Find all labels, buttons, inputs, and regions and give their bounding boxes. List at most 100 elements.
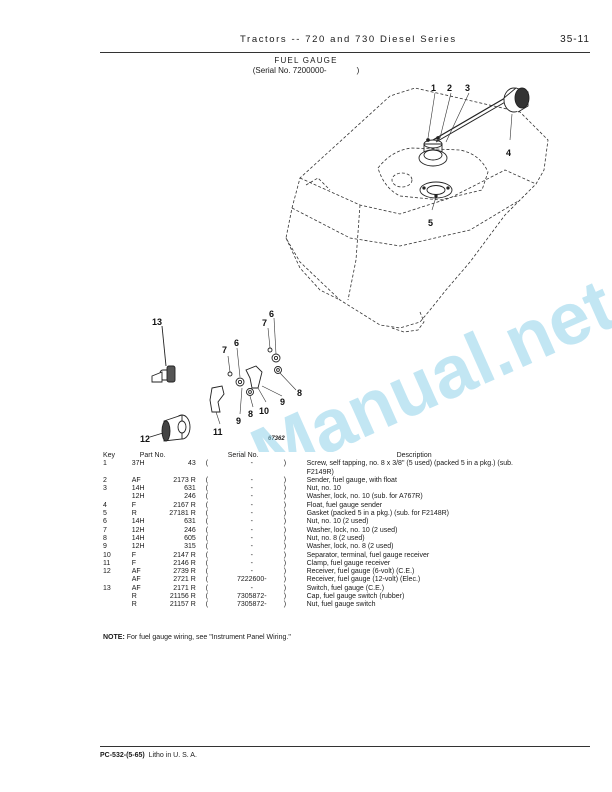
callout-10: 10 [259,406,269,416]
callout-labels: 1 2 3 4 5 6 7 6 7 8 9 10 8 9 11 12 13 [140,83,511,444]
row-description: Separator, terminal, fuel gauge receiver [306,551,430,559]
row-serial: (-) [206,493,307,501]
row-part-number: 2147 R [173,551,196,559]
row-serial: (-) [206,543,307,551]
callout-9: 9 [280,397,285,407]
row-serial: (-) [206,568,307,576]
note-text: For fuel gauge wiring, see "Instrument P… [124,634,291,641]
header-title: Tractors -- 720 and 730 Diesel Series [240,34,457,45]
serial-close: ) [283,601,287,609]
callout-12: 12 [140,434,150,444]
serial-close: ) [283,485,287,493]
serial-open: ( [205,593,209,601]
serial-open: ( [205,601,209,609]
serial-close: ) [283,476,287,484]
row-key: 6 [103,518,107,526]
row-description: Nut, fuel gauge switch [306,601,376,609]
row-part-prefix: 14H [131,485,145,493]
col-serial: Serial No. [227,452,259,459]
row-serial [206,469,307,477]
row-serial: (-) [206,477,307,485]
row-serial: (-) [206,585,307,593]
clamp-and-hardware [209,347,282,413]
note: NOTE: For fuel gauge wiring, see "Instru… [103,634,291,641]
callout-7: 7 [222,345,227,355]
parts-table-header: Key Part No. Serial No. Description [103,452,612,460]
row-key: 10 [103,551,111,559]
row-part-number: 43 [187,460,196,468]
fuel-gauge-sender [418,97,508,167]
row-key: 11 [103,559,111,567]
row-serial: (7305872-) [206,601,307,609]
row-description: Nut, no. 10 (2 used) [306,518,369,526]
row-key: 12 [103,568,111,576]
row-serial: (-) [206,535,307,543]
fuel-gauge-switch [151,325,176,383]
col-part: Part No. [139,452,166,459]
serial-close: ) [283,534,287,542]
row-description: Receiver, fuel gauge (6-volt) (C.E.) [306,568,415,576]
row-part-prefix: AF [131,568,141,576]
section-serial: (Serial No. 7200000-) [0,66,612,75]
footer-code: PC-532-(5-65) [100,752,145,759]
row-serial: (-) [206,560,307,568]
row-part-prefix: R [131,593,137,601]
row-key: 4 [103,501,107,509]
serial-open: ( [205,510,209,518]
footer-rule [100,746,590,747]
row-part-number: 246 [184,526,196,534]
row-part-number: 2171 R [173,584,196,592]
callout-7b: 7 [262,318,267,328]
row-key: 8 [103,534,107,542]
fuel-tank-illustration [285,87,549,333]
row-description: Switch, fuel gauge (C.E.) [306,584,385,592]
row-part-number: 2173 R [173,476,196,484]
row-description: Float, fuel gauge sender [306,501,383,509]
row-key [103,593,132,601]
row-key: 1 [103,460,107,468]
serial-value: - [250,460,253,468]
serial-open: ( [205,493,209,501]
serial-value: 7222600- [236,576,267,584]
serial-close: ) [283,460,287,468]
callout-5: 5 [428,218,433,228]
row-serial: (-) [206,510,307,518]
row-part-prefix: 12H [131,543,145,551]
exploded-parts-diagram: 1 2 3 4 5 6 7 6 7 8 9 10 8 9 11 12 13 67… [85,83,612,452]
callout-6b: 6 [269,309,274,319]
serial-open: ( [205,526,209,534]
row-part-number: 246 [184,493,196,501]
row-serial: (-) [206,485,307,493]
row-part-number: 21157 R [169,601,196,609]
row-description: Nut, no. 10 [306,485,341,493]
row-key: 13 [103,584,111,592]
row-part-number: 2146 R [173,559,196,567]
serial-open: ( [205,501,209,509]
figure-number: 67362 [268,436,285,442]
row-description: Receiver, fuel gauge (12-volt) (Elec.) [306,576,421,584]
row-description: Gasket (packed 5 in a pkg.) (sub. for F2… [306,510,450,518]
page-number: 35-11 [560,34,590,45]
row-key: 3 [103,485,107,493]
callout-2: 2 [447,83,452,93]
serial-open: ( [205,485,209,493]
serial-open: (Serial No. 7200000- [252,66,327,75]
row-part-prefix: F [131,551,137,559]
row-part-prefix: R [131,510,137,518]
serial-close: ) [283,576,287,584]
callout-3: 3 [465,83,470,93]
